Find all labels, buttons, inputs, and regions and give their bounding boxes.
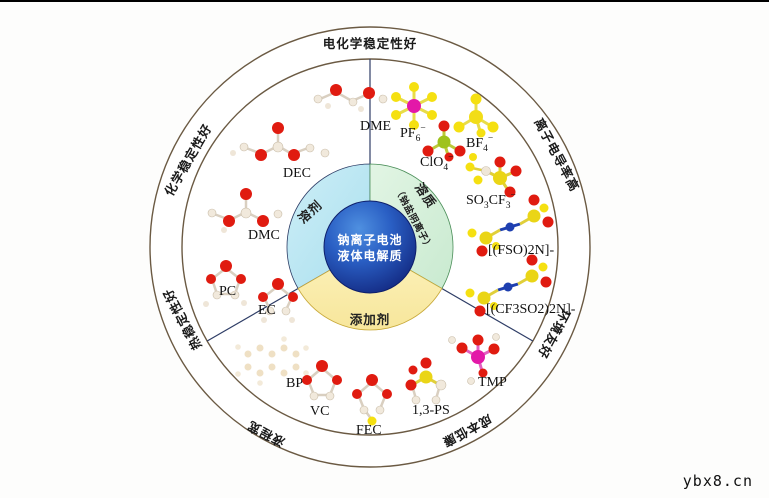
molecule-bf4 [453,93,499,138]
molecule-fec [352,374,392,426]
species-label-13ps: 1,3-PS [412,403,450,418]
species-label-bf4: BF4− [466,134,493,154]
molecule-pc [203,260,247,307]
molecule-dmc [207,188,283,233]
molecule-fso2n [467,194,554,257]
species-label-fso2n: [(FSO)2N]- [488,243,554,258]
molecule-vc [302,360,342,401]
molecule-ec [258,278,298,323]
species-label-clo4: ClO4− [420,153,453,173]
core-title-line2: 液体电解质 [337,248,402,263]
molecule-pf6 [391,82,437,130]
watermark: ybx8.cn [682,472,753,490]
species-label-so3cf3: SO3CF3− [466,191,516,211]
molecule-dme [313,84,388,112]
molecule-dec [230,122,330,161]
species-label-ec: EC [258,303,276,318]
species-label-fec: FEC [356,423,382,438]
species-label-dmc: DMC [248,228,280,243]
species-label-vc: VC [310,404,329,419]
molecule-clo4 [422,120,466,162]
molecule-bp [235,336,309,386]
inner-sector-label-additive: 添加剂 [350,312,391,327]
molecule-tmp [448,333,500,385]
species-label-dme: DME [360,119,391,134]
species-label-tfsi: [(CF3SO2)2N]- [486,302,576,317]
species-label-tmp: TMP [478,375,507,390]
species-label-pc: PC [219,284,236,299]
species-label-pf6: PF6− [400,124,426,144]
outer-label-electrochemical-stability: 电化学稳定性好 [323,36,418,51]
core-title-line1: 钠离子电池 [337,232,402,247]
species-label-dec: DEC [283,166,311,181]
svg-text:电化学稳定性好: 电化学稳定性好 [323,36,418,51]
species-label-bp: BP [286,376,303,391]
molecule-tfsi [465,254,552,317]
molecule-13ps [405,357,447,405]
molecule-so3cf3 [465,153,522,198]
core-circle [323,200,417,294]
